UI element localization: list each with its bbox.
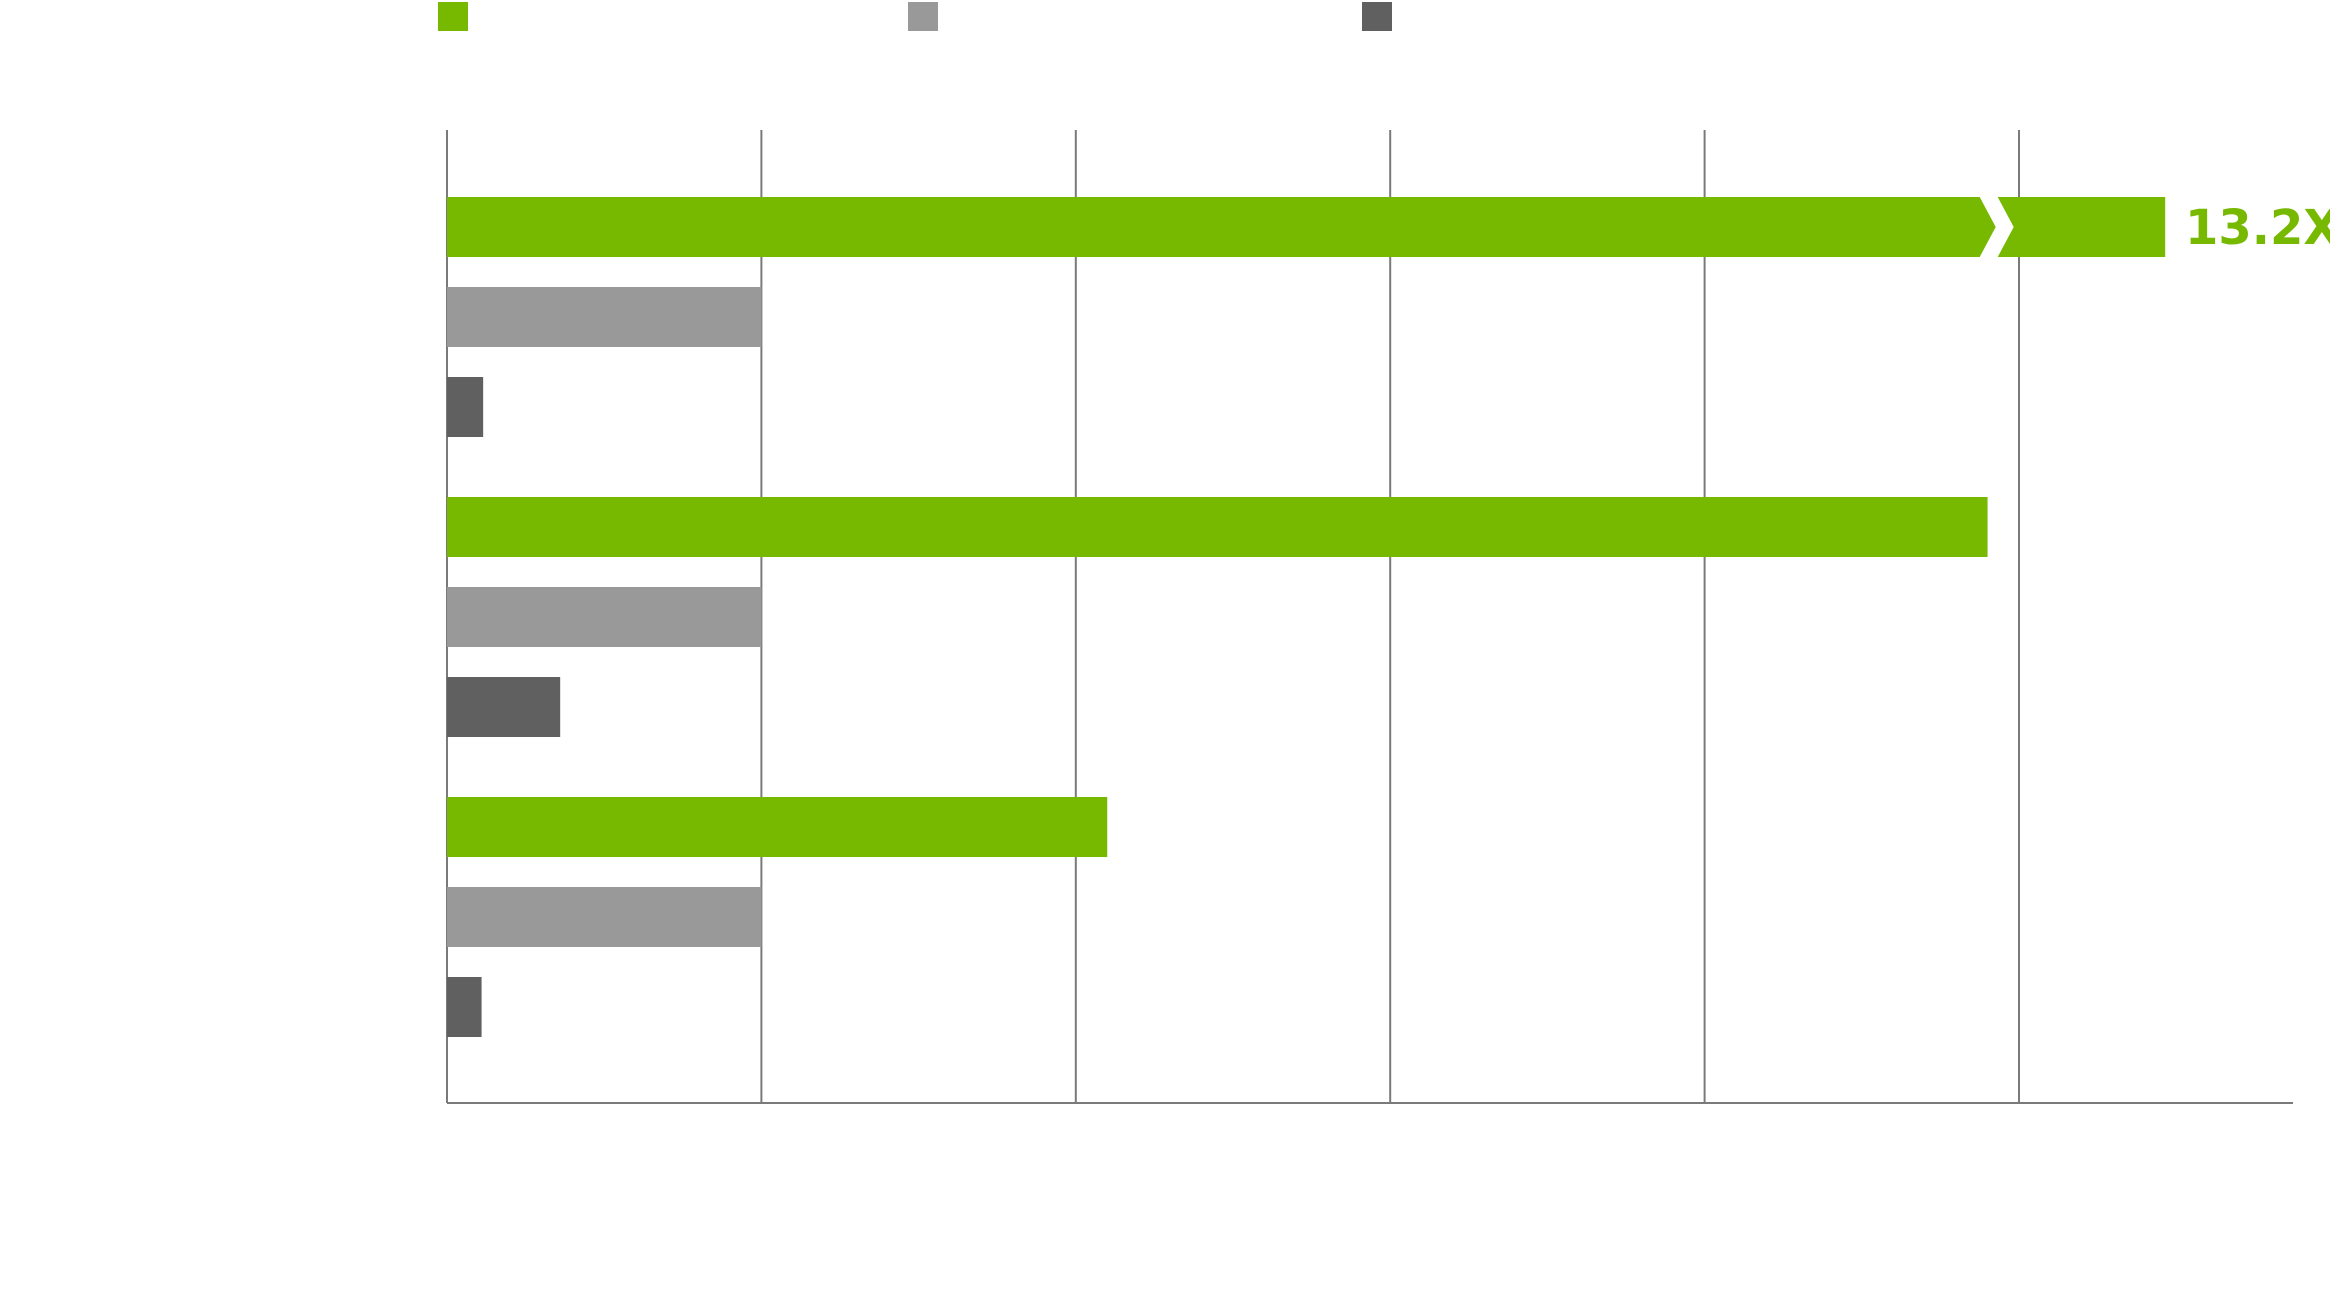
bar-segment: [447, 197, 1996, 257]
value-label: 13.2X: [2185, 200, 2330, 256]
bar-series-2-cat-3: [447, 887, 762, 947]
bar-series-3-cat-2: [447, 677, 561, 737]
bars: [447, 197, 2166, 1037]
bar-series-3-cat-3: [447, 977, 482, 1037]
legend-swatch-2: [908, 2, 938, 31]
bar-segment-broken: [1997, 197, 2166, 257]
bar-series-1-cat-1: [447, 197, 2166, 257]
bar-series-3-cat-1: [447, 377, 484, 437]
bar-series-1-cat-3: [447, 797, 1108, 857]
bar-series-2-cat-1: [447, 287, 762, 347]
annotations: 13.2X: [2185, 200, 2330, 256]
legend: [438, 2, 1392, 31]
bar-series-1-cat-2: [447, 497, 1988, 557]
legend-swatch-1: [438, 2, 468, 31]
bar-series-2-cat-2: [447, 587, 762, 647]
legend-swatch-3: [1362, 2, 1392, 31]
